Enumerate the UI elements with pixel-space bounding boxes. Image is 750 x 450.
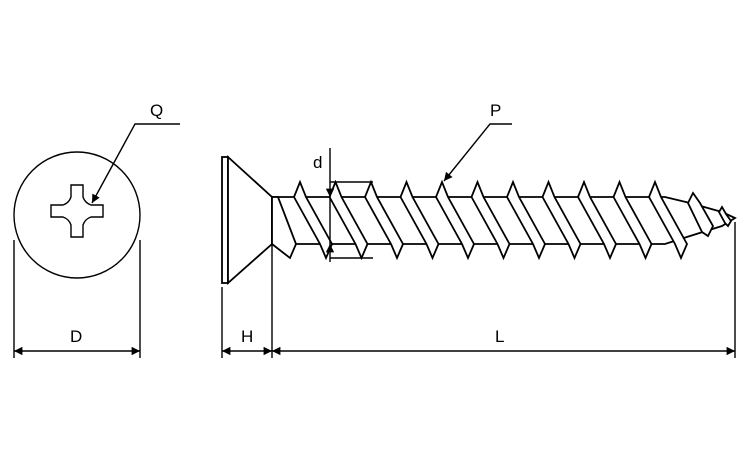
phillips-recess-icon — [50, 184, 104, 238]
dimensions: D H L — [13, 222, 736, 358]
screw-side-view — [221, 154, 737, 286]
label-H: H — [241, 327, 253, 346]
thread-flank — [648, 179, 689, 261]
label-q: Q — [150, 101, 163, 120]
label-L: L — [495, 327, 504, 346]
thread-flank — [399, 179, 440, 261]
label-D: D — [70, 327, 82, 346]
head-cone — [227, 154, 273, 286]
head-circle — [13, 151, 141, 279]
thread-flank — [612, 179, 653, 261]
head-top-view: Q — [13, 101, 180, 279]
label-d: d — [313, 153, 322, 172]
thread-flank — [717, 205, 733, 228]
label-p: P — [490, 101, 501, 120]
thread-flank — [470, 179, 511, 261]
thread-flank — [541, 179, 582, 261]
thread-flank — [271, 196, 297, 260]
threads — [271, 179, 733, 261]
thread-flank — [435, 179, 476, 261]
p-leader — [443, 123, 512, 182]
thread-flank — [577, 179, 618, 261]
thread-flank — [506, 179, 547, 261]
q-leader — [91, 123, 180, 204]
d-dimension: d — [313, 148, 373, 262]
thread-flank — [686, 191, 715, 238]
